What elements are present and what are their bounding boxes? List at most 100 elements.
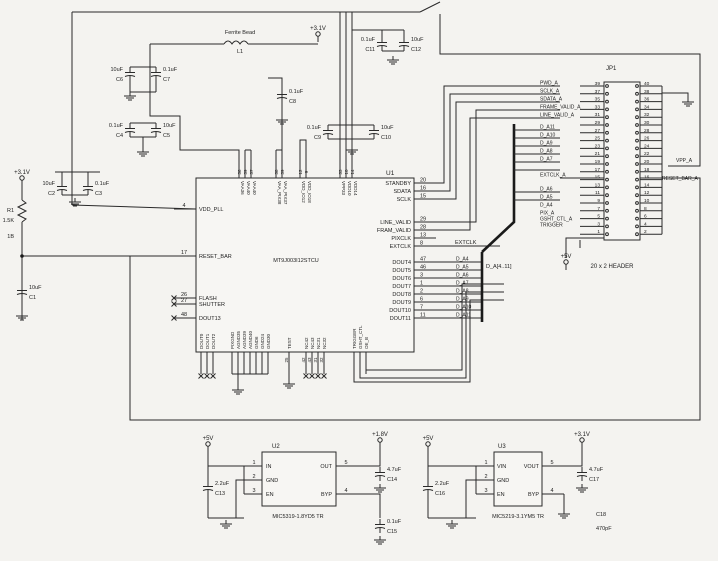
pin-name: RESET_BAR (199, 254, 232, 260)
header-signal: D_A5 (540, 195, 553, 201)
ground-symbol (446, 520, 458, 529)
jp1-caption: 20 x 2 HEADER (590, 264, 634, 270)
pin-name: LINE_VALID (380, 220, 411, 226)
pin-number: 28 (420, 225, 426, 231)
capacitor-c13 (202, 481, 214, 495)
capacitor-ref: C7 (163, 77, 170, 83)
no-connect-mark (321, 373, 327, 379)
bus-label: D_A[4..11] (486, 264, 512, 270)
capacitor-ref: C10 (381, 135, 391, 141)
pin-number: 32 (644, 112, 650, 118)
pin-number: 9 (597, 198, 600, 204)
pin-number: 1 (252, 460, 255, 466)
resistor-ref: R1 (7, 208, 14, 214)
capacitor-ref: C12 (411, 47, 421, 53)
no-connect-mark (204, 373, 210, 379)
pin-number: 42 (301, 357, 306, 363)
pin-name: VOUT (524, 464, 540, 470)
control-line (436, 85, 560, 184)
capacitor-ref: C9 (314, 135, 321, 141)
pin-name: OUT (320, 464, 332, 470)
pin-name: BYP (321, 492, 332, 498)
capacitor-ref: C6 (116, 77, 123, 83)
pin-name: FLASH (199, 296, 217, 302)
header-pin (605, 130, 609, 135)
pin-name: AGND40 (248, 330, 253, 349)
pin-number: 7 (420, 305, 423, 311)
pin-name: VIN (497, 464, 506, 470)
pin-name: TEST (287, 337, 292, 349)
pin-name: DOUT11 (390, 316, 411, 322)
capacitor-c3 (82, 181, 94, 195)
header-pin (635, 193, 639, 198)
pin-name: VAA_PIX37 (283, 181, 288, 205)
ground-symbol (69, 198, 81, 207)
header-signal: D_A10 (540, 133, 556, 139)
pin-number: 19 (595, 159, 601, 165)
capacitor-c8 (276, 89, 288, 103)
pin-name: TRIGGER (352, 328, 357, 349)
header-signal: SCLK_A (540, 89, 560, 95)
pin-number: 46 (420, 265, 426, 271)
vpp-net (439, 14, 701, 167)
capacitor-ref: C18 (596, 512, 606, 518)
header-pin (635, 177, 639, 182)
supply-label: +1.8V (372, 432, 388, 438)
pin-name: AGND39 (242, 330, 247, 349)
header-signal: RESET_BAR_A (662, 176, 699, 182)
pin-number: 14 (350, 169, 355, 175)
ground-symbol (682, 98, 694, 107)
supply-label: +3.1V (310, 26, 326, 32)
header-pin (635, 232, 639, 237)
header-signal: LINE_VALID_A (540, 113, 575, 119)
pin-number: 40 (644, 81, 650, 87)
resistor-note: 1B (7, 234, 14, 240)
header-pin (635, 107, 639, 112)
pin-name: SHUTTER (199, 302, 225, 308)
pin-number: 6 (644, 214, 647, 220)
pin-number: 36 (237, 169, 242, 175)
capacitor-c7 (150, 67, 162, 81)
pin-number: 3 (597, 221, 600, 227)
pin-number: 5 (550, 460, 553, 466)
ground-symbol (232, 386, 244, 395)
pin-name: FRAM_VALID (377, 228, 411, 234)
pin-number: 9 (304, 170, 309, 173)
pin-name: DOUT6 (392, 276, 411, 282)
pin-number: 2 (252, 474, 255, 480)
no-connect-mark (171, 295, 177, 301)
pin-name: GND30 (266, 333, 271, 349)
capacitor-c6 (124, 67, 136, 81)
capacitor-c12 (398, 37, 410, 51)
capacitor-value: 0.1uF (387, 519, 402, 525)
resistor-r1 (16, 199, 28, 223)
control-line (436, 93, 560, 192)
net-label: D_A8 (456, 289, 469, 295)
resistor-value: 1.5K (3, 218, 15, 224)
pin-name: DOUT1 (205, 333, 210, 349)
pin-number: 15 (595, 175, 601, 181)
capacitor-value: 10uF (29, 285, 42, 291)
pin-number: 24 (644, 143, 650, 149)
pin-number: 23 (595, 143, 601, 149)
header-pin (635, 162, 639, 166)
pin-number: 26 (181, 292, 187, 298)
header-pin (605, 193, 609, 198)
ground-symbol (16, 312, 28, 321)
pin-name: DOUT7 (392, 284, 411, 290)
power-supply-symbol (563, 259, 569, 270)
u3-body (493, 451, 543, 507)
capacitor-value: 0.1uF (109, 123, 124, 129)
u3-part-number: MIC5219-3.1YM5 TR (492, 514, 544, 520)
capacitor-c14 (374, 467, 386, 481)
pin-number: 27 (595, 128, 601, 134)
net-label: D_A4 (456, 257, 469, 263)
header-pin (605, 232, 609, 237)
pin-number: 8 (420, 241, 423, 247)
pin-name: OE_B (364, 337, 369, 349)
pin-number: 43 (307, 357, 312, 363)
pin-name: EXTCLK (390, 244, 412, 250)
capacitor-value: 0.1uF (95, 181, 110, 187)
u2-byp (360, 493, 381, 518)
header-pin (605, 138, 609, 143)
